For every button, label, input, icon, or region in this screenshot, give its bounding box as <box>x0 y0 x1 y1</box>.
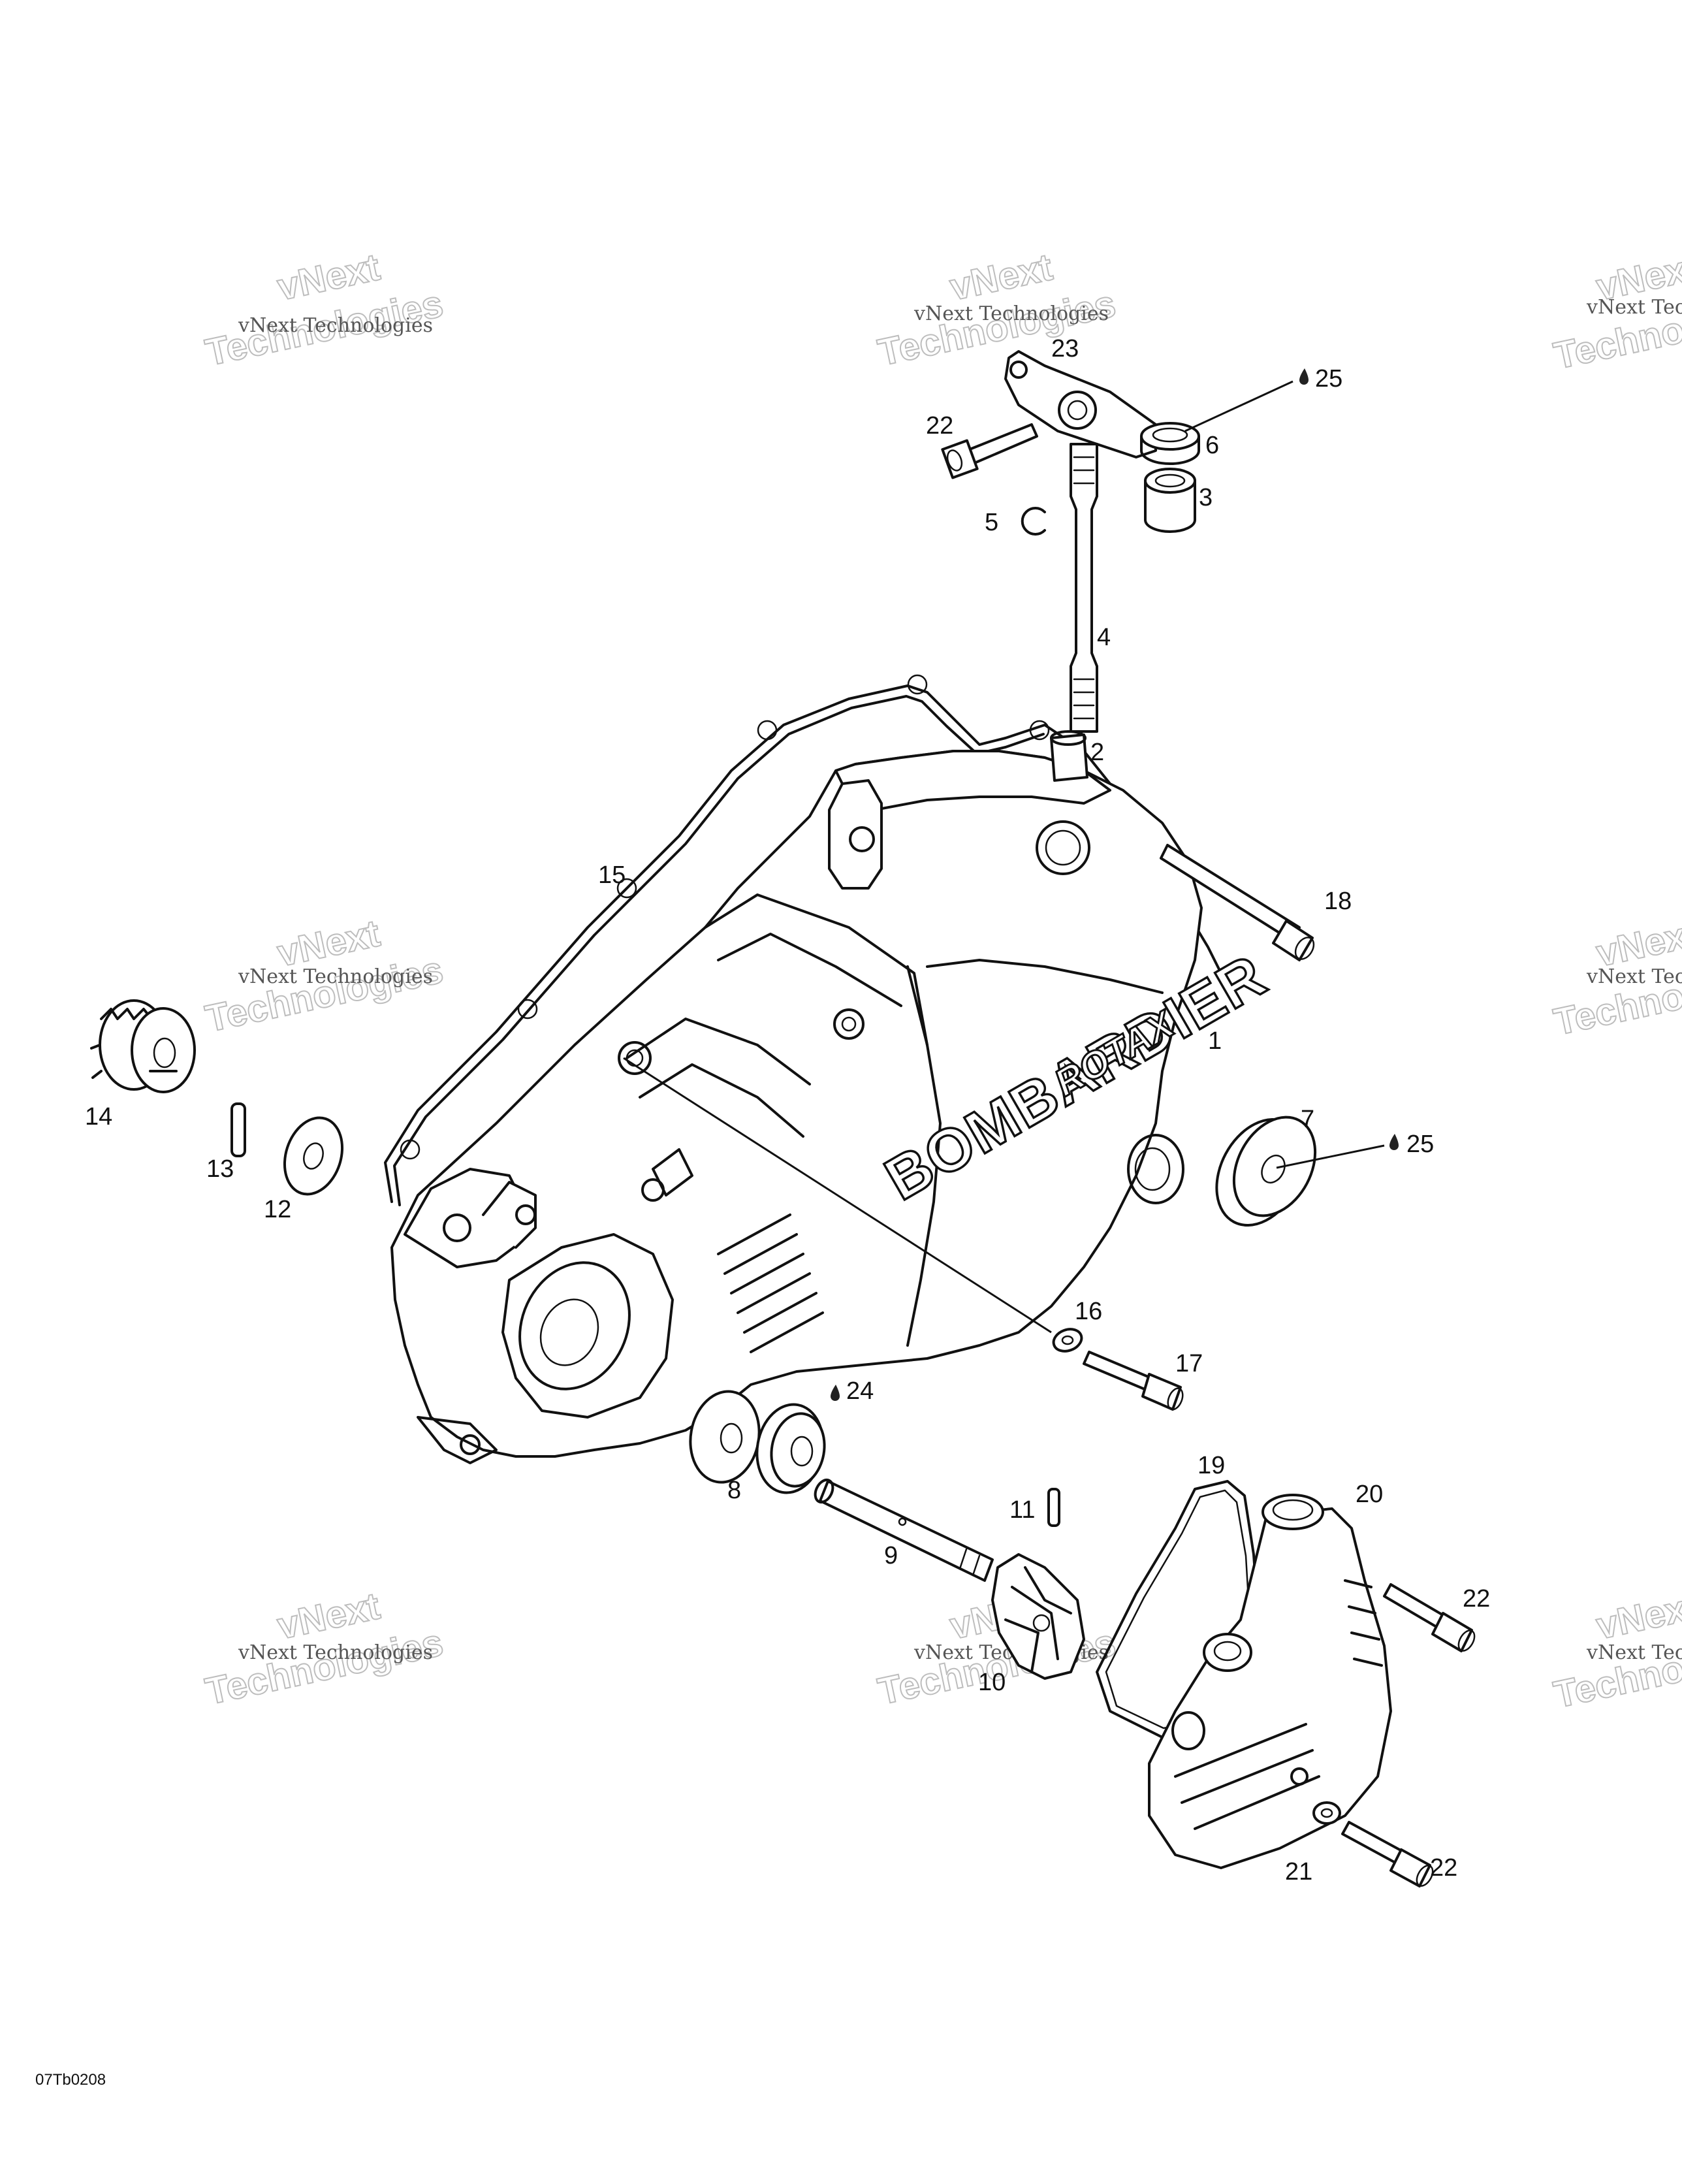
callout-5: 5 <box>985 509 998 536</box>
callout-22-top: 22 <box>926 412 953 440</box>
callout-15: 15 <box>598 861 626 889</box>
watermark-big-1: vNext <box>1593 1584 1682 1647</box>
callout-7: 7 <box>1301 1106 1314 1133</box>
part-23-lever <box>1004 350 1157 458</box>
watermark-small: vNext Technologies <box>238 965 433 988</box>
callout-21: 21 <box>1285 1858 1312 1886</box>
watermark-small: vNext Technologies <box>1586 1641 1682 1664</box>
callout-14: 14 <box>85 1103 112 1131</box>
leader-lines <box>623 380 1385 1334</box>
part-22-bolt-right <box>1383 1583 1476 1652</box>
leader-16 <box>623 1057 1052 1334</box>
callout-20: 20 <box>1356 1481 1383 1508</box>
callout-3: 3 <box>1199 484 1213 511</box>
part-9-shaft <box>814 1478 994 1582</box>
callout-25-right: 25 <box>1406 1131 1434 1158</box>
part-13-pin <box>230 1102 246 1157</box>
drop-icon <box>1389 1134 1399 1150</box>
drop-icon <box>1299 368 1309 385</box>
watermark-top-center: vNext Technologies vNext Technologies <box>874 245 1120 374</box>
watermark-top-left: vNext Technologies vNext Technologies <box>201 245 447 374</box>
part-21-washer <box>1312 1801 1341 1825</box>
drop-icon <box>831 1385 840 1401</box>
part-14-gear <box>90 999 196 1093</box>
callout-19: 19 <box>1198 1452 1225 1479</box>
leader-25-top <box>1184 380 1293 432</box>
part-3-needle-bearing <box>1144 468 1196 533</box>
part-6-seal <box>1140 422 1200 465</box>
watermark-top-right: vNext Technologies vNext Technologies <box>1549 245 1682 377</box>
watermark-small: vNext Technologies <box>1586 296 1682 319</box>
callout-8: 8 <box>727 1477 741 1504</box>
callout-18: 18 <box>1324 888 1352 915</box>
part-10-impeller <box>991 1553 1085 1680</box>
part-22-bolt-bottom <box>1341 1821 1434 1887</box>
part-2-bushing <box>1050 730 1088 782</box>
callout-labels: 1 2 3 4 5 6 7 8 9 10 11 12 13 14 15 16 1… <box>85 335 1490 1886</box>
part-24-seal <box>755 1403 826 1494</box>
watermark-mid-left: vNext Technologies vNext Technologies <box>201 911 447 1040</box>
part-12-washer <box>283 1116 344 1196</box>
callout-6: 6 <box>1205 432 1219 459</box>
part-22-bolt-top <box>941 423 1038 479</box>
callout-22-right: 22 <box>1463 1585 1490 1613</box>
watermark-small: vNext Technologies <box>238 314 433 337</box>
part-1-crankcase-cover: BOMBARDIER ROTAX <box>390 750 1278 1464</box>
callout-4: 4 <box>1097 624 1111 651</box>
part-16-washer <box>1052 1328 1083 1353</box>
part-20-pump-cover <box>1148 1494 1392 1869</box>
lubricant-drops <box>831 368 1399 1401</box>
callout-16: 16 <box>1075 1298 1102 1325</box>
callout-10: 10 <box>978 1669 1006 1696</box>
watermark-small: vNext Technologies <box>913 302 1109 325</box>
callout-24: 24 <box>846 1377 874 1405</box>
watermark-bottom-right: vNext Technologies vNext Technologies <box>1549 1584 1682 1716</box>
callout-13: 13 <box>206 1155 234 1183</box>
part-17-bolt <box>1083 1351 1184 1411</box>
leader-25-right <box>1276 1144 1385 1169</box>
part-5-circlip <box>1021 507 1046 536</box>
watermark-small: vNext Technologies <box>1586 965 1682 988</box>
part-11-pin <box>1047 1488 1060 1527</box>
drawing-code: 07Tb0208 <box>35 2071 106 2089</box>
callout-11: 11 <box>1009 1496 1035 1524</box>
callout-25-top: 25 <box>1315 365 1342 393</box>
cooling-fins <box>717 1213 824 1353</box>
callout-23: 23 <box>1051 335 1079 362</box>
callout-22-bottom: 22 <box>1430 1854 1457 1882</box>
callout-12: 12 <box>264 1196 291 1223</box>
callout-1: 1 <box>1208 1027 1222 1055</box>
callout-9: 9 <box>884 1542 898 1569</box>
watermark-bottom-left: vNext Technologies vNext Technologies <box>201 1584 447 1713</box>
part-7-seal <box>1215 1116 1317 1227</box>
callout-2: 2 <box>1090 739 1104 766</box>
watermark-small: vNext Technologies <box>238 1641 433 1664</box>
part-18-bolt <box>1160 844 1315 961</box>
part-4-shaft <box>1070 443 1098 733</box>
watermark-mid-right: vNext Technologies vNext Technologies <box>1549 911 1682 1044</box>
callout-17: 17 <box>1175 1350 1203 1377</box>
